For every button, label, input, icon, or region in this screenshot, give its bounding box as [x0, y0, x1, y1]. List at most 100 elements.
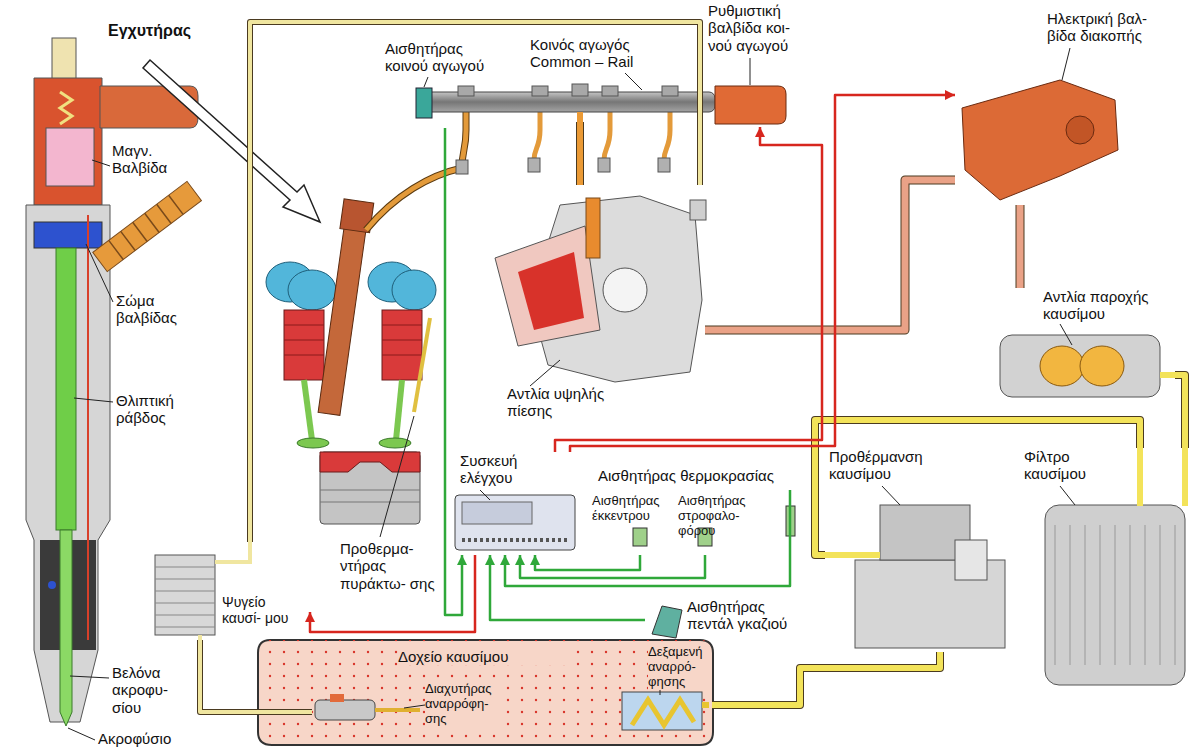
wire [310, 555, 475, 632]
wire [535, 555, 640, 570]
wire [490, 555, 645, 620]
high-pressure-pump [690, 200, 706, 220]
pipe-outline [200, 640, 312, 712]
cylinder-head [414, 318, 430, 412]
pointer-arrow [143, 60, 320, 222]
component-label: Αντλία υψηλής πίεσης [507, 385, 622, 420]
signal-wire [515, 555, 705, 578]
control-unit [462, 502, 532, 524]
cylinder-head [284, 310, 324, 380]
leader-line [68, 48, 1075, 740]
cylinder-head [382, 310, 422, 380]
wire [505, 490, 790, 586]
common-rail [534, 112, 540, 160]
shutoff-valve [1066, 116, 1094, 144]
fuel-tank [258, 640, 713, 745]
signal-wire [500, 490, 790, 586]
common-rail [572, 84, 588, 96]
component-node: Αισθητήρας στροφαλο- φόρου [676, 494, 758, 555]
fuel-filter [1182, 448, 1188, 506]
pipe [577, 122, 583, 185]
component-label: Δεξαμενή αναρρό- φησης [648, 645, 710, 690]
injector-cutaway [48, 581, 56, 589]
pipe [705, 180, 955, 330]
wire [570, 95, 955, 452]
cylinder-head [266, 199, 436, 524]
pipe [815, 420, 1140, 555]
component-label: Δοχείο καυσίμου [398, 648, 573, 665]
common-rail [662, 86, 678, 96]
arrowhead [755, 127, 765, 137]
rail-pressure-sensor [416, 88, 432, 118]
leader-line [74, 398, 113, 402]
component-label: Ψυγείο καυσί- μου [222, 594, 294, 626]
leader-line [480, 490, 490, 500]
component-label: Ρυθμιστική βαλβίδα κοι- νού αγωγού [708, 2, 813, 54]
component-label: Αισθητήρας στροφαλο- φόρου [678, 494, 756, 539]
pointer-arrow [143, 60, 320, 222]
arrowhead [305, 612, 315, 622]
pipe-outline [1016, 205, 1025, 288]
part-label: Μαγν. Βαλβίδα [112, 142, 197, 177]
common-rail [528, 158, 540, 172]
control-unit [455, 495, 575, 550]
component-node: Ρυθμιστική βαλβίδα κοι- νού αγωγού [708, 2, 828, 127]
component-node: Αισθητήρας θερμοκρασίας [596, 465, 800, 490]
component-label: Διαχυτήρας αναρρόφη- σης [425, 682, 505, 727]
component-node: Προθερμα- ντήρας πυράκτω- σης [268, 185, 440, 612]
arrowhead [485, 555, 495, 565]
common-rail [664, 112, 670, 160]
cylinder-head [320, 490, 420, 502]
common-rail [366, 112, 466, 230]
cylinder-head [320, 452, 420, 524]
fuel-cooler [155, 567, 215, 627]
component-label: Αισθητήρας έκκεντρου [592, 494, 668, 524]
cylinder-head [392, 270, 436, 310]
fuel-preheater [825, 552, 880, 558]
common-rail [598, 158, 610, 172]
wire [445, 128, 462, 615]
signal-wire [570, 90, 955, 452]
cylinder-head [318, 204, 369, 415]
fuel-tank [258, 640, 713, 745]
injector-cutaway [60, 92, 72, 124]
pipe [1175, 375, 1185, 448]
common-rail [458, 86, 474, 96]
fuel-cooler [155, 555, 215, 635]
suction-reservoir [622, 692, 709, 730]
component-label: Προθέρμανση καυσίμου [829, 448, 959, 483]
pipe [1017, 205, 1024, 288]
leader-line [380, 416, 414, 537]
signal-wire [530, 555, 640, 570]
feed-pump [1160, 372, 1176, 378]
suction-diffuser [315, 700, 375, 720]
leader-line [86, 244, 113, 302]
injector-cutaway [34, 78, 102, 205]
common-rail [366, 112, 466, 230]
component-label: Ηλεκτρική βαλ- βίδα διακοπής [1047, 10, 1172, 45]
part-label: Εγχυτήρας [108, 22, 228, 40]
component-node: Προθέρμανση καυσίμου [825, 448, 1015, 652]
component-node: Αισθητήρας πεντάλ γκαζιού [645, 598, 812, 645]
common-rail [456, 160, 468, 174]
high-pressure-pump [518, 252, 584, 330]
suction-diffuser [375, 708, 420, 712]
fuel-filter [1137, 448, 1143, 506]
wire [520, 555, 705, 578]
feed-pump [1040, 346, 1084, 386]
component-node: Δοχείο καυσίμου Δεξαμενή αναρρό- φησηςΔια… [258, 640, 714, 745]
component-node: Δεξαμενή αναρρό- φησης [612, 645, 712, 737]
component-node: Αντλία υψηλής πίεσης [485, 185, 705, 432]
pressure-regulator [715, 86, 786, 124]
pipe-outline [705, 180, 955, 330]
leader-line [92, 160, 110, 166]
component-label: Αισθητήρας κοινού αγωγού [385, 40, 497, 75]
control-unit [455, 495, 575, 550]
sensor-icon [652, 606, 682, 638]
common-rail [604, 112, 610, 160]
leader-line [70, 676, 109, 678]
common-rail [577, 112, 583, 123]
pipe [250, 22, 700, 542]
